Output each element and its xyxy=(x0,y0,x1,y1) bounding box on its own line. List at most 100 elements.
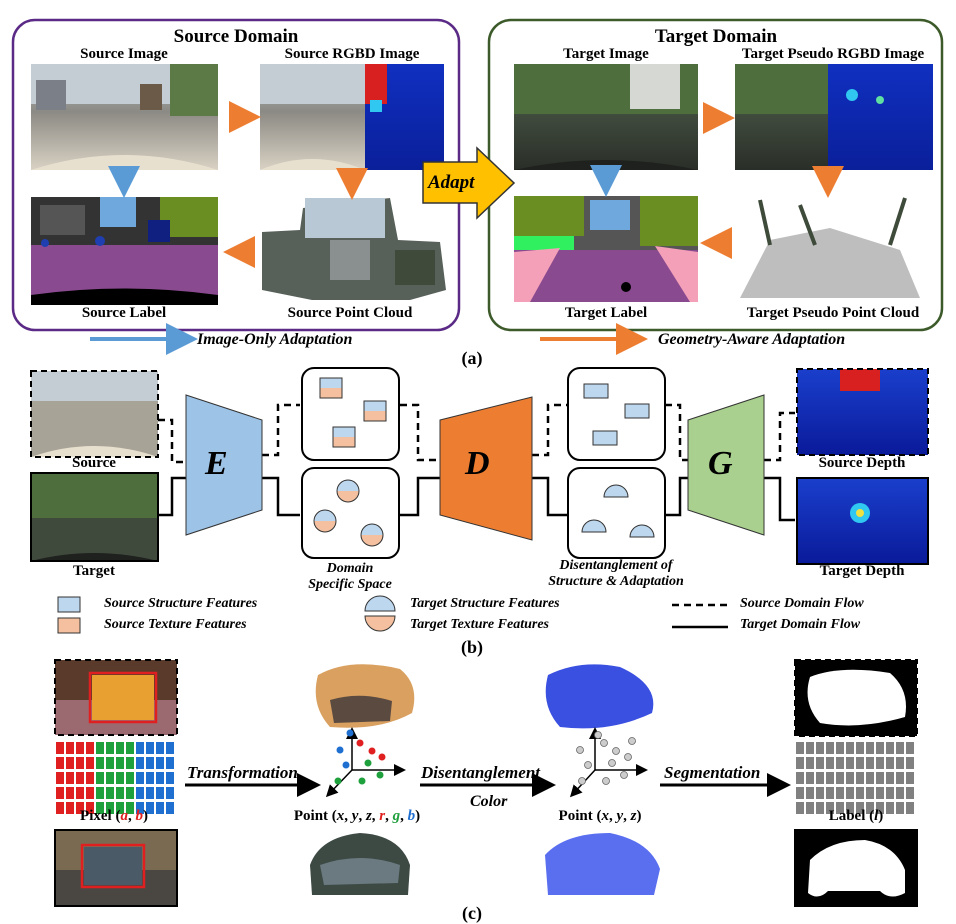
label-grid xyxy=(796,742,914,814)
label-cell xyxy=(896,742,904,754)
label-cell xyxy=(906,772,914,784)
panel-c-graphics xyxy=(54,659,918,907)
pixel-cell xyxy=(106,772,114,784)
pixel-cell xyxy=(126,772,134,784)
legend-target-texture-swatch xyxy=(364,615,396,632)
source-point-cloud-caption: Source Point Cloud xyxy=(287,305,413,321)
pixel-cell xyxy=(76,802,84,814)
legend-target-structure: Target Structure Features xyxy=(410,596,560,611)
pixel-cell xyxy=(76,757,84,769)
label-cell xyxy=(846,802,854,814)
label-cell xyxy=(806,787,814,799)
pixel-cell xyxy=(86,787,94,799)
label-cell xyxy=(886,772,894,784)
pixel-cell xyxy=(66,757,74,769)
label-cell xyxy=(886,742,894,754)
source-point-cloud-thumb xyxy=(262,198,446,300)
pixel-cell xyxy=(86,757,94,769)
label-cell xyxy=(796,802,804,814)
rgb-point xyxy=(364,759,372,767)
rgb-point xyxy=(346,729,354,737)
target-depth-thumb xyxy=(796,477,929,565)
target-domain-title: Target Domain xyxy=(654,26,778,47)
label-cell xyxy=(816,802,824,814)
pixel-cell xyxy=(106,802,114,814)
target-structure-box xyxy=(567,467,666,559)
pixel-cell xyxy=(166,742,174,754)
legend-source-structure-swatch xyxy=(57,596,81,613)
gray-point xyxy=(628,737,636,745)
label-cell xyxy=(876,742,884,754)
label-cell xyxy=(866,802,874,814)
label-cell xyxy=(896,787,904,799)
pixel-cell xyxy=(156,787,164,799)
label-cell xyxy=(796,787,804,799)
legend-source-flow: Source Domain Flow xyxy=(740,596,864,611)
pixel-cell xyxy=(136,787,144,799)
source-rgbd-label: Source RGBD Image xyxy=(284,46,420,62)
blue-point-cloud-top xyxy=(545,664,654,729)
label-cell xyxy=(906,757,914,769)
pixel-cell xyxy=(66,742,74,754)
pixel-cell xyxy=(56,757,64,769)
pixel-cell xyxy=(166,787,174,799)
caption-c: (c) xyxy=(462,903,482,923)
decoder-label: D xyxy=(465,445,490,482)
encoder-label: E xyxy=(205,445,228,482)
source-image-label: Source Image xyxy=(80,46,168,62)
label-cell xyxy=(826,742,834,754)
pixel-cell xyxy=(116,757,124,769)
pixel-image-top xyxy=(54,659,178,736)
label-cell xyxy=(856,772,864,784)
pixel-cell xyxy=(116,742,124,754)
target-image-label: Target Image xyxy=(563,46,649,62)
pixel-cell xyxy=(166,802,174,814)
pixel-cell xyxy=(66,787,74,799)
label-cell xyxy=(816,772,824,784)
source-depth-label: Source Depth xyxy=(818,455,906,471)
pixel-cell xyxy=(136,802,144,814)
pixel-cell xyxy=(166,772,174,784)
pixel-cell xyxy=(86,772,94,784)
label-cell xyxy=(856,787,864,799)
gray-point xyxy=(620,771,628,779)
pixel-cell xyxy=(106,742,114,754)
label-cell xyxy=(876,757,884,769)
label-cell xyxy=(886,802,894,814)
geometry-aware-label: Geometry-Aware Adaptation xyxy=(658,331,846,348)
label-cell xyxy=(826,757,834,769)
encoder-shape xyxy=(185,394,263,536)
source-structure-box xyxy=(567,367,666,461)
source-input-thumb xyxy=(30,370,159,458)
gray-point xyxy=(594,731,602,739)
pixel-cell xyxy=(116,772,124,784)
target-label-thumb xyxy=(514,196,698,302)
rgb-point-axes xyxy=(325,727,406,798)
point-rgb-caption: Point (x, y, z, r, g, b) xyxy=(293,808,421,824)
label-cell xyxy=(886,757,894,769)
label-cell xyxy=(806,772,814,784)
label-cell xyxy=(906,742,914,754)
source-label-caption: Source Label xyxy=(81,305,167,321)
target-label-caption: Target Label xyxy=(564,305,648,321)
source-depth-thumb xyxy=(796,368,929,456)
rgb-point xyxy=(368,747,376,755)
rgb-point xyxy=(356,739,364,747)
caption-b: (b) xyxy=(461,637,483,657)
label-cell xyxy=(836,772,844,784)
pixel-cell xyxy=(156,802,164,814)
pixel-cell xyxy=(96,757,104,769)
pixel-cell xyxy=(156,757,164,769)
label-cell xyxy=(876,772,884,784)
gray-point xyxy=(608,759,616,767)
pixel-cell xyxy=(56,742,64,754)
pixel-cell xyxy=(66,772,74,784)
pixel-cell xyxy=(126,787,134,799)
label-cell xyxy=(866,787,874,799)
target-pseudo-point-cloud-thumb xyxy=(733,197,929,302)
label-cell xyxy=(866,772,874,784)
pixel-cell xyxy=(126,742,134,754)
legend-target-structure-swatch xyxy=(364,595,396,612)
target-input-label: Target xyxy=(73,563,115,579)
